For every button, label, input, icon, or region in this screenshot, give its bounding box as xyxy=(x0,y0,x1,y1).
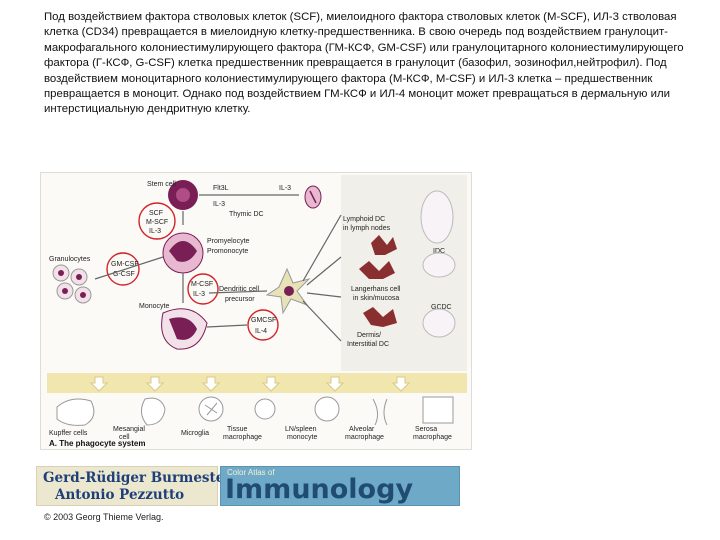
dc-precursor-label-1: Dendritic cell xyxy=(219,286,260,293)
dc-arrows xyxy=(302,214,342,342)
figure-diagram: Stem cell Flt3L IL-3 Thymic DC IL-3 SCF … xyxy=(47,175,467,448)
interstitial-dc-cell xyxy=(363,307,397,327)
microglia-label: Microglia xyxy=(181,430,209,437)
ln-label-2: monocyte xyxy=(287,434,317,441)
band-arrows xyxy=(89,376,411,392)
kupffer-label: Kupffer cells xyxy=(49,430,88,437)
mesangial-label-2: cell xyxy=(119,434,130,441)
granulocytes-label: Granulocytes xyxy=(49,256,91,263)
thymic-dc-label: Thymic DC xyxy=(229,211,264,218)
author-1: Gerd-Rüdiger Burmester xyxy=(43,470,232,486)
langerhans-label-2: in skin/mucosa xyxy=(353,295,399,302)
flt3l-label: Flt3L xyxy=(213,185,229,192)
il4-label: IL-4 xyxy=(255,328,267,335)
description-paragraph: Под воздействием фактора стволовых клето… xyxy=(44,11,684,116)
scf-label: SCF xyxy=(149,210,163,217)
dc-precursor-label-2: precursor xyxy=(225,296,255,303)
gmcsf-il4-circle xyxy=(247,309,279,341)
il3-label-d: IL-3 xyxy=(193,291,205,298)
dermis-label-2: Interstitial DC xyxy=(347,341,389,348)
serosa-label-2: macrophage xyxy=(413,434,452,441)
promyelocyte-label: Promyelocyte xyxy=(207,238,250,245)
monocyte-label: Monocyte xyxy=(139,303,169,310)
mesangial-label-1: Mesangial xyxy=(113,426,145,433)
langerhans-label-1: Langerhans cell xyxy=(351,286,401,293)
serosa-label-1: Serosa xyxy=(415,426,437,433)
book-authors-banner: Gerd-Rüdiger Burmester Antonio Pezzutto xyxy=(36,466,231,506)
idc-label: IDC xyxy=(433,248,445,255)
figure-caption: A. The phagocyte system xyxy=(49,439,145,448)
dermis-label-1: Dermis/ xyxy=(357,332,381,339)
stem-cell-label: Stem cell xyxy=(147,181,176,188)
gcsf-label: G-CSF xyxy=(113,271,135,278)
promonocyte-label: Promonocyte xyxy=(207,248,248,255)
lymphoid-dc-cell xyxy=(371,235,397,255)
gcdc-label: GCDC xyxy=(431,304,452,311)
lymph-node-icon xyxy=(420,190,454,244)
phagocyte-system-figure: Stem cell Flt3L IL-3 Thymic DC IL-3 SCF … xyxy=(40,172,472,450)
book-series: Color Atlas of xyxy=(227,468,275,477)
mcsf-circle xyxy=(187,273,219,305)
tissue-label-1: Tissue xyxy=(227,426,247,433)
tissue-icons xyxy=(56,396,454,426)
gmcsf-circle xyxy=(106,252,140,286)
il3-label-c: IL-3 xyxy=(149,228,161,235)
mcsf-label: M-CSF xyxy=(191,281,213,288)
book-title-banner: Color Atlas of Immunology xyxy=(220,466,460,506)
gmcsf-label-a: GM-CSF xyxy=(111,261,139,268)
mscf-label: M-SCF xyxy=(146,219,168,226)
gmcsf-label-b: GMCSF xyxy=(251,317,276,324)
il3-label-a: IL-3 xyxy=(213,201,225,208)
idc-icon xyxy=(422,252,456,278)
tissue-label-2: macrophage xyxy=(223,434,262,441)
lymphoid-dc-label-2: in lymph nodes xyxy=(343,225,391,232)
stem-arrows xyxy=(182,194,299,225)
copyright-notice: © 2003 Georg Thieme Verlag. xyxy=(44,512,164,522)
granulocyte-cells xyxy=(52,264,92,304)
ln-label-1: LN/spleen xyxy=(285,426,317,433)
book-title: Immunology xyxy=(225,474,414,505)
lymphoid-dc-label-1: Lymphoid DC xyxy=(343,216,385,223)
il3-label-b: IL-3 xyxy=(279,185,291,192)
scf-circle xyxy=(138,202,176,240)
langerhans-cell xyxy=(359,261,395,279)
dendritic-precursor-cell xyxy=(265,267,311,315)
alveolar-label-1: Alveolar xyxy=(349,426,375,433)
author-2: Antonio Pezzutto xyxy=(55,487,185,503)
alveolar-label-2: macrophage xyxy=(345,434,384,441)
gcdc-icon xyxy=(422,308,456,338)
